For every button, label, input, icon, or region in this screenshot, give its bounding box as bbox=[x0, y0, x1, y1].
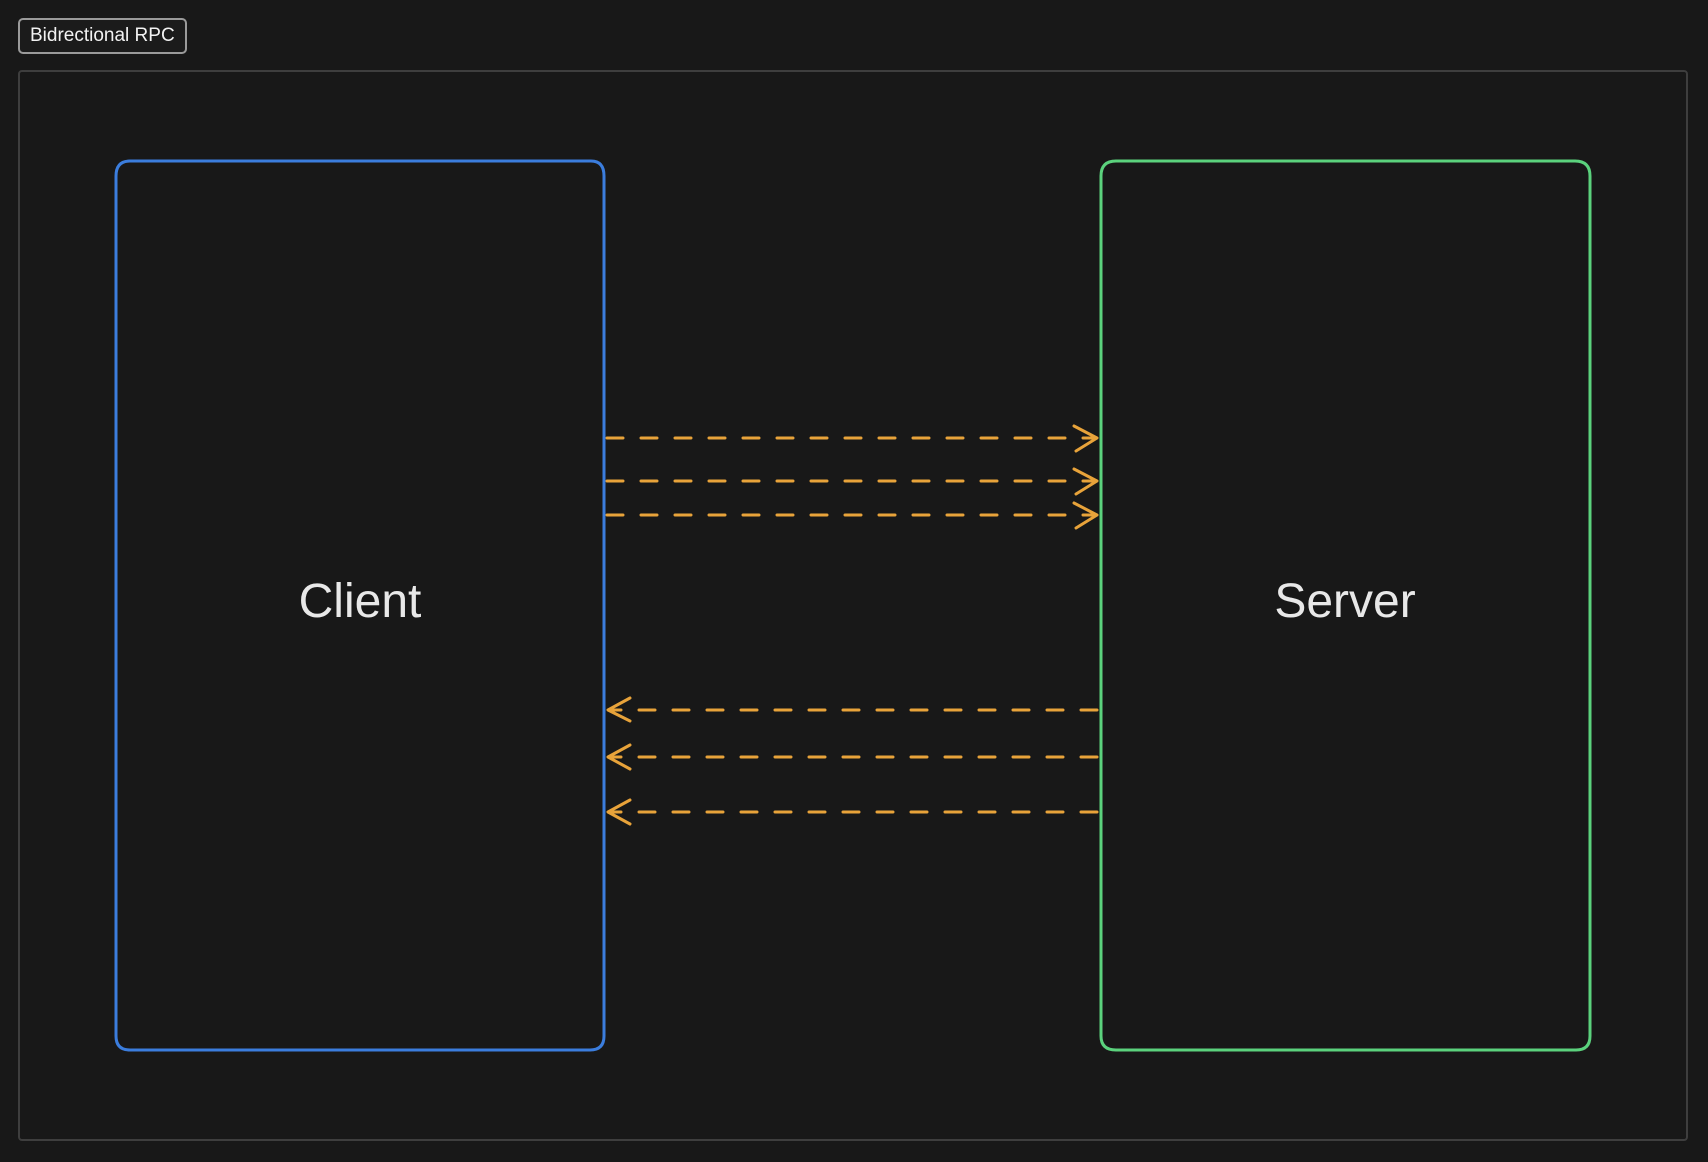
request-arrow[interactable] bbox=[605, 467, 1099, 496]
frame-title[interactable]: Bidrectional RPC bbox=[18, 18, 187, 54]
request-arrow[interactable] bbox=[605, 501, 1099, 530]
response-arrow[interactable] bbox=[606, 696, 1099, 723]
frame[interactable] bbox=[18, 70, 1688, 1141]
server-box[interactable] bbox=[1099, 159, 1592, 1052]
client-box[interactable] bbox=[114, 159, 606, 1052]
server-label: Server bbox=[1274, 575, 1415, 628]
client-label: Client bbox=[299, 575, 422, 628]
response-arrow[interactable] bbox=[606, 798, 1099, 826]
response-arrow[interactable] bbox=[606, 743, 1099, 771]
request-arrow[interactable] bbox=[605, 424, 1099, 453]
